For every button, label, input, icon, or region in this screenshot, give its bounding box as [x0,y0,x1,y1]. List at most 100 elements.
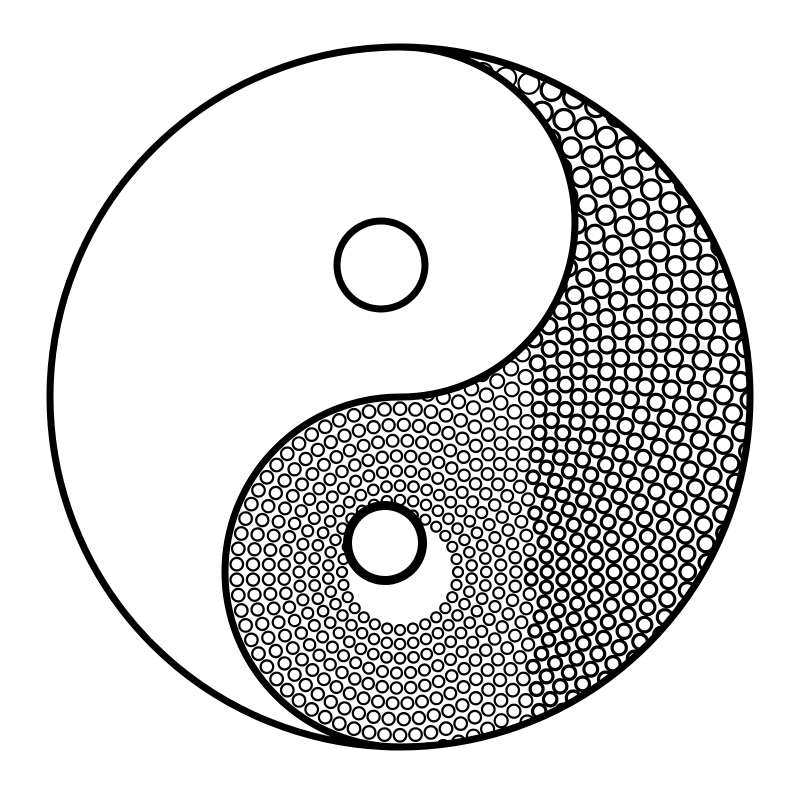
pattern-dot [102,462,118,478]
pattern-dot [277,558,291,572]
pattern-dot [493,415,509,431]
pattern-dot [620,166,644,190]
pattern-dot [458,303,476,321]
pattern-dot [641,465,660,484]
pattern-dot [371,694,386,709]
pattern-dot [696,534,716,554]
pattern-dot [508,579,522,594]
pattern-dot [353,335,370,352]
pattern-dot [252,401,269,418]
pattern-dot [337,578,350,592]
pattern-dot [560,626,577,643]
pattern-dot [517,390,534,407]
pattern-dot [447,260,466,280]
pattern-dot [408,402,423,417]
pattern-dot [279,543,293,558]
pattern-dot [463,616,477,630]
pattern-dot [541,436,559,454]
pattern-dot [162,582,176,596]
pattern-dot [292,565,306,579]
pattern-dot [309,287,328,306]
pattern-dot [79,329,97,347]
pattern-dot [133,212,152,231]
pattern-dot [631,493,649,512]
pattern-dot [451,609,464,622]
pattern-dot [80,409,97,426]
pattern-dot [567,311,588,331]
pattern-dot [609,186,632,209]
pattern-dot [250,527,265,542]
pattern-dot [517,368,534,386]
pattern-dot [476,247,496,266]
pattern-dot [329,597,342,611]
pattern-dot [349,656,363,670]
pattern-dot [191,450,205,464]
pattern-dot [703,466,723,487]
pattern-dot [482,517,496,532]
pattern-dot [367,368,384,385]
pattern-dot [607,291,629,312]
pattern-dot [332,504,346,518]
pattern-dot [595,629,613,647]
pattern-dot [592,414,611,433]
pattern-dot [419,618,432,631]
pattern-dot [133,439,149,455]
pattern-dot [126,456,142,472]
dot-pattern [34,47,750,747]
pattern-dot [569,387,588,406]
pattern-dot [454,626,468,640]
pattern-dot [475,624,489,639]
pattern-dot [663,471,683,491]
pattern-dot [432,151,454,173]
pattern-dot [666,317,687,339]
pattern-dot [366,483,380,497]
pattern-dot [444,669,459,683]
pattern-dot [635,510,654,529]
pattern-dot [287,667,302,682]
pattern-dot [438,336,455,354]
pattern-dot [651,272,674,295]
pattern-dot [79,468,95,484]
pattern-dot [574,492,592,509]
pattern-dot [564,285,585,306]
pattern-dot [492,456,508,472]
pattern-dot [553,540,570,557]
pattern-dot [336,609,349,622]
pattern-dot [430,520,443,533]
pattern-dot [678,562,698,582]
pattern-dot [570,166,593,189]
pattern-dot [325,83,348,107]
pattern-dot [639,178,663,202]
pattern-dot [556,375,575,394]
pattern-dot [269,457,285,473]
pattern-dot [242,177,263,198]
pattern-dot [574,451,592,469]
pattern-dot [207,370,222,385]
pattern-dot [650,363,670,384]
pattern-dot [338,106,361,129]
pattern-dot [503,467,518,482]
pattern-dot [232,449,248,466]
pattern-dot [426,708,441,723]
pattern-dot [432,642,446,656]
pattern-dot [582,323,603,343]
pattern-dot [288,356,305,373]
pattern-dot [528,446,545,464]
pattern-dot [109,444,125,460]
pattern-dot [508,143,531,165]
pattern-dot [428,258,447,277]
pattern-dot [393,623,407,637]
pattern-dot [172,411,187,426]
pattern-dot [332,626,346,640]
pattern-dot [530,266,551,287]
pattern-dot [197,557,210,570]
pattern-dot [180,548,194,562]
pattern-dot [430,611,443,624]
pattern-dot [505,593,520,608]
pattern-dot [383,103,406,126]
pattern-dot [392,401,408,417]
pattern-dot [431,455,446,470]
pattern-dot [149,229,167,247]
pattern-dot [331,716,347,731]
pattern-dot [34,472,51,489]
